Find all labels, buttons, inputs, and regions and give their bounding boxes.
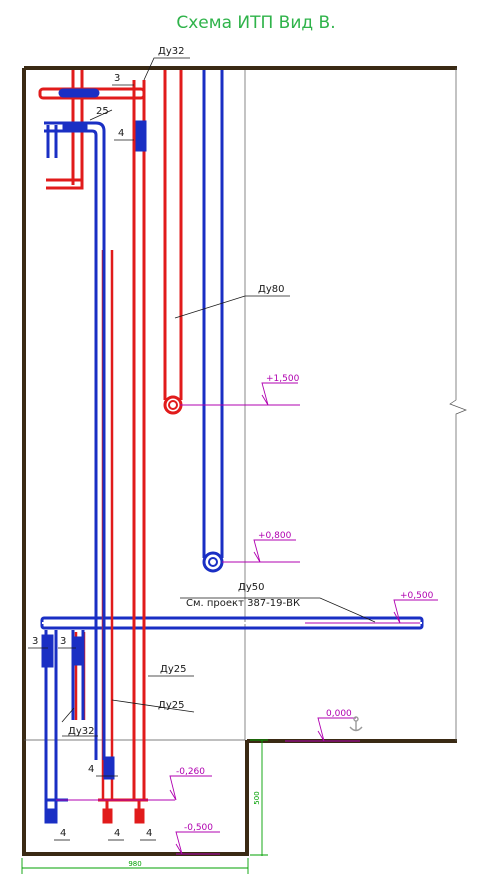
elevation-lines [56,382,438,855]
dimension-height: 500 [253,791,261,804]
elev-0000: 0,000 [326,709,352,719]
label-du25-a: Ду25 [160,664,186,675]
label-3-left-a: 3 [32,636,38,647]
label-du32-bottom: Ду32 [68,726,94,737]
elev-plus-0800: +0,800 [258,531,292,541]
pit-blue-risers [41,630,85,824]
label-4-b2: 4 [114,828,120,839]
room-lines [24,68,467,741]
label-project-ref: См. проект 387-19-ВК [186,598,300,609]
label-du25-b: Ду25 [158,700,184,711]
du80-supply-riser [163,70,183,415]
elevation-labels: +1,500 +0,800 +0,500 0,000 -0,260 -0,500 [176,374,434,833]
leaders [28,57,376,841]
drawing-title: Схема ИТП Вид В. [176,13,335,33]
label-4-top: 4 [118,128,124,139]
label-4-mid: 4 [88,764,94,775]
elev-minus-0500: -0,500 [184,823,213,833]
elev-plus-1500: +1,500 [266,374,300,384]
du80-return-riser [202,70,224,573]
pit-red-valves [98,798,148,824]
dimension-lines [21,739,268,874]
label-25-top: 25 [96,106,109,117]
label-du50: Ду50 [238,582,264,593]
label-du32-top: Ду32 [158,46,184,57]
label-3-top: 3 [114,73,120,84]
label-4-b1: 4 [60,828,66,839]
elev-plus-0500: +0,500 [400,591,434,601]
label-4-b3: 4 [146,828,152,839]
pipe-labels: Ду32 3 25 4 Ду80 Ду50 См. проект 387-19-… [32,46,300,839]
anchor-icon [349,716,363,732]
walls [22,66,457,856]
return-pipes [41,70,224,824]
elev-minus-0260: -0,260 [176,767,205,777]
label-du80: Ду80 [258,284,284,295]
label-3-left-b: 3 [60,636,66,647]
return-bend-pipe [44,121,106,760]
dimension-width: 980 [128,860,141,868]
supply-riser-pit [132,80,146,800]
